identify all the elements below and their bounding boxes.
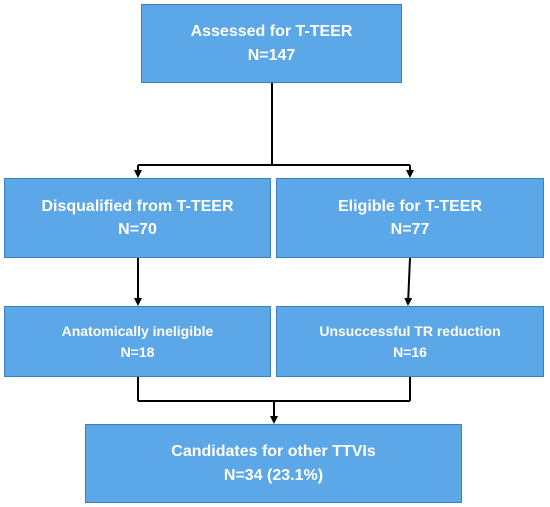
eligible-box: Eligible for T-TEER N=77: [276, 178, 544, 258]
eligible-count: N=77: [390, 221, 430, 238]
disqualified-box: Disqualified from T-TEER N=70: [4, 178, 271, 258]
arrow-to-unsuccessful-reduction: [404, 257, 413, 306]
disqualified-title: Disqualified from T-TEER: [41, 197, 234, 215]
anatomically-ineligible-count: N=18: [120, 343, 155, 360]
candidates-title: Candidates for other TTVIs: [171, 443, 376, 461]
unsuccessful-reduction-title: Unsuccessful TR reduction: [319, 323, 501, 340]
anatomically-ineligible-box: Anatomically ineligible N=18: [4, 306, 271, 377]
eligible-title: Eligible for T-TEER: [337, 197, 482, 215]
assessed-count: N=147: [247, 46, 296, 64]
assessed-title: Assessed for T-TEER: [190, 23, 353, 41]
anatomically-ineligible-title: Anatomically ineligible: [61, 323, 214, 340]
candidates-count: N=34 (23.1%): [223, 466, 324, 484]
unsuccessful-reduction-count: N=16: [393, 343, 427, 360]
assessed-box: Assessed for T-TEER N=147: [141, 4, 402, 83]
candidates-box: Candidates for other TTVIs N=34 (23.1%): [85, 424, 462, 503]
disqualified-count: N=70: [118, 221, 157, 238]
unsuccessful-reduction-box: Unsuccessful TR reduction N=16: [276, 306, 544, 377]
